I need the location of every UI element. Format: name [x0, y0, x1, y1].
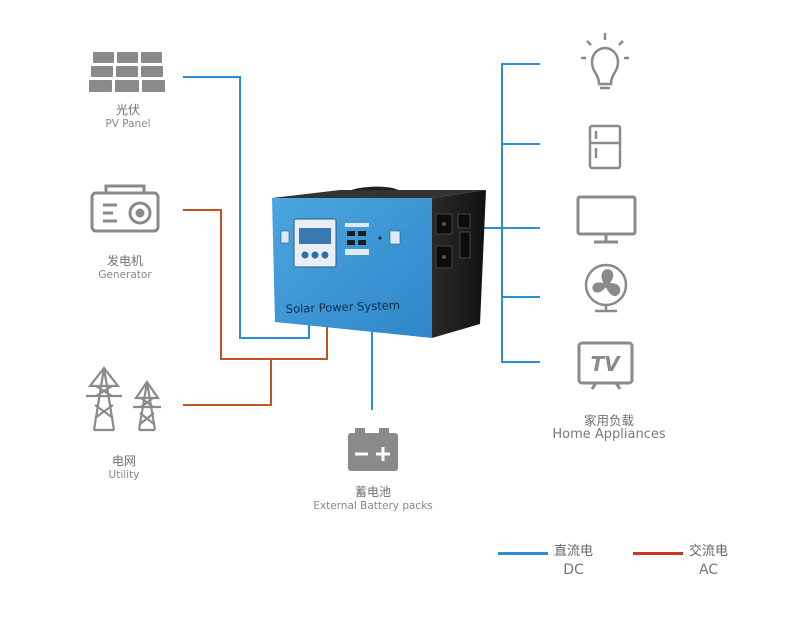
loads-label-cn: 家用负载 [583, 413, 634, 428]
tv-icon: TV [577, 341, 634, 390]
utility-label-en: Utility [108, 468, 140, 481]
legend-dc: 直流电 DC [498, 540, 608, 590]
legend-dc-swatch [498, 552, 548, 555]
fridge-icon [588, 124, 622, 170]
legend-ac-cn: 交流电 [689, 544, 729, 559]
battery-label-cn: 蓄电池 [354, 485, 391, 499]
generator-icon [90, 184, 160, 233]
loads-label-en: Home Appliances [552, 427, 666, 443]
utility-label-cn: 电网 [111, 454, 136, 468]
battery-label: 蓄电池 External Battery packs [300, 485, 446, 512]
generator-label-en: Generator [98, 268, 152, 281]
battery-icon [348, 428, 398, 471]
utility-label: 电网 Utility [74, 454, 174, 481]
monitor-icon [576, 195, 637, 244]
battery-label-en: External Battery packs [313, 499, 433, 512]
legend-ac: 交流电 AC [633, 540, 743, 590]
tv-icon-text: TV [590, 352, 621, 376]
device-name-label: Solar Power System [286, 298, 401, 316]
power-tower-icon [86, 366, 161, 432]
light-bulb-icon [581, 33, 629, 90]
fan-icon [584, 263, 628, 313]
legend-dc-en: DC [563, 562, 584, 578]
pv-wire [183, 76, 310, 339]
legend-ac-en: AC [698, 562, 719, 578]
pv-label-cn: 光伏 [115, 103, 140, 117]
utility-wire [183, 359, 272, 406]
pv-label-en: PV Panel [105, 117, 151, 130]
solar-panel-icon [89, 52, 165, 92]
legend-ac-swatch [633, 552, 683, 555]
generator-label-cn: 发电机 [106, 254, 143, 268]
legend-dc-text: 直流电 DC [554, 540, 593, 578]
legend-dc-cn: 直流电 [554, 544, 594, 559]
solar-power-system-device: Solar Power System [272, 186, 486, 338]
wires [183, 63, 540, 410]
generator-label: 发电机 Generator [75, 254, 175, 281]
generator-wire [183, 209, 328, 360]
loads-bus [501, 63, 540, 363]
legend-ac-text: 交流电 AC [689, 540, 728, 578]
loads-label: 家用负载 Home Appliances [545, 413, 673, 443]
pv-label: 光伏 PV Panel [78, 103, 178, 130]
